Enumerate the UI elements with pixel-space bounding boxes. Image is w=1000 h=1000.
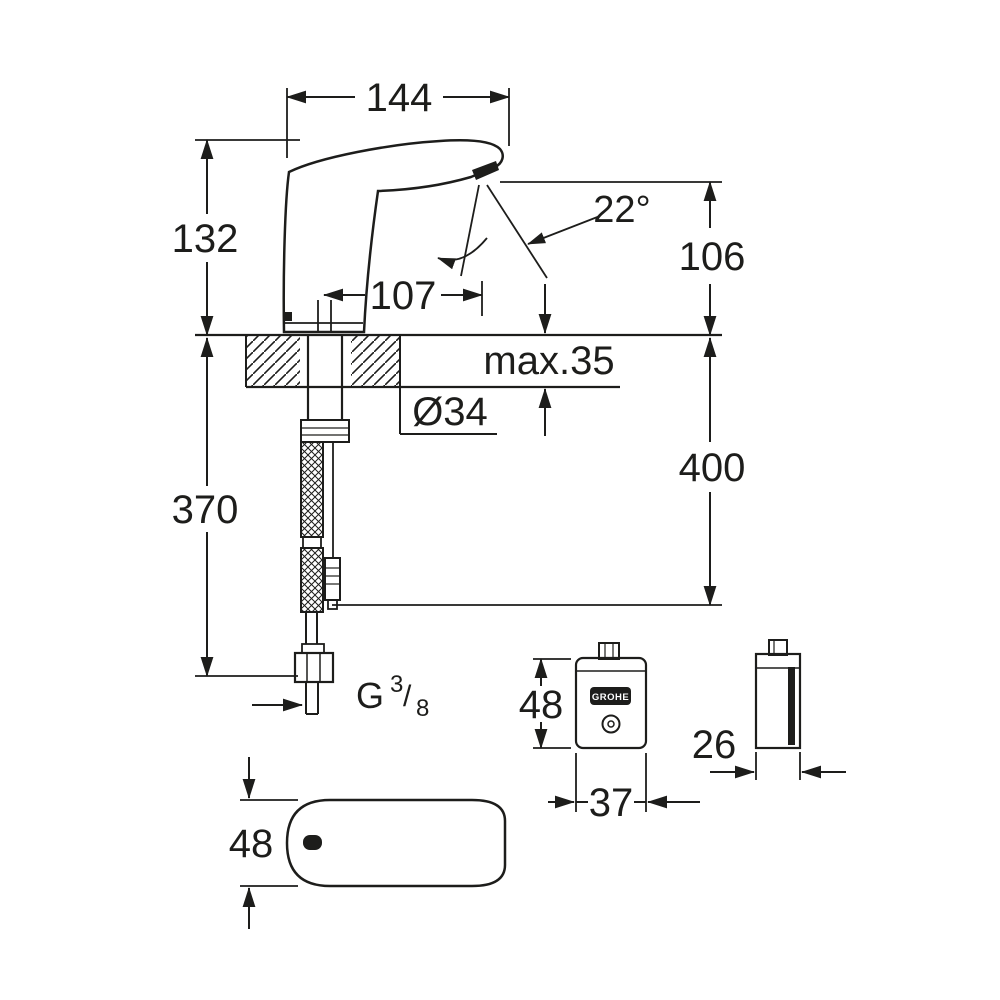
dim-plate-height: 48 <box>229 822 274 866</box>
sensor-zone-arc <box>437 237 488 270</box>
control-box-side <box>754 639 802 750</box>
dim-group-center-to-outlet: 107 <box>323 274 483 318</box>
dim-group-spout-reach: 144 <box>286 76 510 158</box>
dim-group-under-deck-length: 370 <box>172 337 298 677</box>
dim-spray-angle: 22° <box>593 189 650 231</box>
dim-box-height: 48 <box>519 683 564 727</box>
brand-logo-plate <box>590 687 631 705</box>
dim-group-hose-length: 400 <box>332 337 746 606</box>
side-mounting-rail <box>788 667 795 745</box>
base-plate-view <box>285 798 507 888</box>
hose-nut <box>293 651 335 684</box>
dim-box-depth: 26 <box>692 723 737 767</box>
dim-under-deck-length: 370 <box>172 488 239 532</box>
cable-plug <box>324 557 341 601</box>
thread-numerator: 3 <box>390 671 403 698</box>
dim-group-body-height: 132 <box>172 139 300 336</box>
dim-group-outlet-height: 106 <box>500 181 746 336</box>
side-top-connector <box>768 639 788 656</box>
box-button <box>601 714 621 734</box>
dim-outlet-height: 106 <box>679 235 746 279</box>
dim-group-deck-max: max.35 <box>483 284 615 436</box>
base-plate-outline <box>285 798 507 888</box>
thread-slash: / <box>403 680 412 713</box>
dim-body-height: 132 <box>172 217 239 261</box>
plate-sensor-slot <box>303 835 322 850</box>
mounting-nut <box>300 419 350 443</box>
dim-hose-length: 400 <box>679 446 746 490</box>
dim-group-plate-height: 48 <box>229 757 298 929</box>
dim-hole-diameter: Ø34 <box>412 390 488 434</box>
dim-box-width: 37 <box>589 781 634 825</box>
mounting-shaft <box>293 335 350 715</box>
sensor-window <box>283 312 292 321</box>
dim-group-hole-diameter: Ø34 <box>399 387 497 435</box>
faucet-body <box>282 139 504 334</box>
dim-group-box-height: 48 <box>519 658 571 749</box>
angle-leader-arrow <box>527 215 601 245</box>
brand-logo: GROHE <box>592 692 629 703</box>
dim-group-box-width: 37 <box>548 753 700 825</box>
thread-g: G <box>356 675 384 716</box>
thread-denominator: 8 <box>416 695 429 722</box>
thread-label-group: G 3 / 8 <box>252 671 429 722</box>
dim-deck-max: max.35 <box>483 339 614 383</box>
dim-group-box-depth: 26 <box>692 723 846 780</box>
flex-hose-upper <box>300 441 324 538</box>
box-top-connector <box>598 642 620 660</box>
dim-center-to-outlet: 107 <box>370 274 437 318</box>
dim-spout-reach: 144 <box>366 76 433 120</box>
control-box-front: GROHE <box>574 642 648 750</box>
countertop-section <box>195 333 722 389</box>
spray-angle-group: 22° <box>437 184 651 279</box>
spout-outlet <box>472 161 499 180</box>
flex-hose-lower <box>300 547 324 613</box>
